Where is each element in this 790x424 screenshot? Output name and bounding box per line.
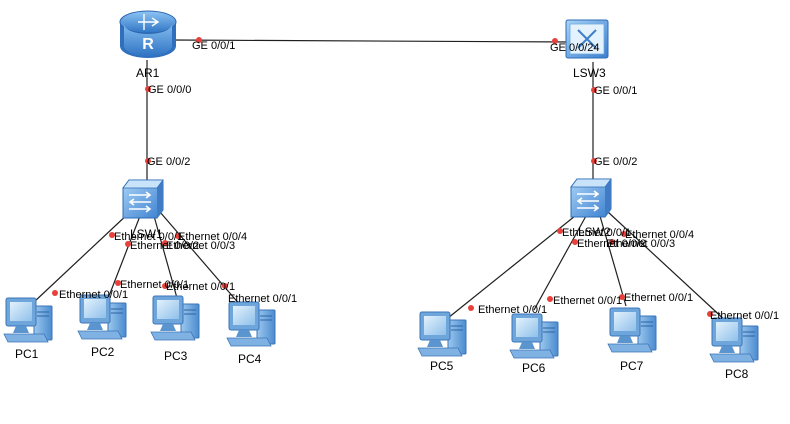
port-label: GE 0/0/1: [192, 40, 235, 52]
link-lsw2-pc8[interactable]: [607, 211, 728, 323]
pc-pc2[interactable]: PC2: [77, 294, 127, 359]
port-dot: [468, 305, 474, 311]
device-label-pc5: PC5: [430, 359, 454, 373]
pc-icon: [709, 317, 759, 363]
port-dot: [52, 290, 58, 296]
device-label-pc2: PC2: [91, 345, 115, 359]
port-dot: [196, 37, 202, 43]
port-label: GE 0/0/0: [148, 84, 191, 96]
pc-icon: [607, 307, 657, 353]
link-lsw1-pc2[interactable]: [108, 215, 141, 297]
pc-pc3[interactable]: PC3: [150, 295, 200, 363]
router-icon: R: [119, 10, 177, 58]
pc-pc1[interactable]: PC1: [3, 297, 53, 361]
port-dot: [619, 294, 625, 300]
port-label: Ethernet 0/0/2: [577, 238, 646, 250]
pc-pc8[interactable]: PC8: [709, 317, 759, 381]
link-lsw2-pc6[interactable]: [533, 215, 587, 311]
port-dot: [162, 240, 168, 246]
switch-lsw1[interactable]: LSW1: [122, 179, 164, 241]
port-dot: [175, 233, 181, 239]
pc-pc5[interactable]: PC5: [417, 311, 467, 373]
port-label: Ethernet 0/0/2: [130, 240, 199, 252]
links: [33, 39, 728, 323]
switch-lsw3[interactable]: LSW3: [565, 19, 609, 80]
switch-icon: [565, 19, 609, 59]
port-dot: [621, 231, 627, 237]
pc-icon: [77, 294, 127, 340]
port-dot: [591, 87, 597, 93]
port-label: Ethernet 0/0/3: [606, 238, 675, 250]
pc-pc7[interactable]: PC7: [607, 307, 657, 373]
router-glyph: R: [142, 36, 154, 53]
port-label: Ethernet 0/0/1: [478, 304, 547, 316]
port-dot: [557, 228, 563, 234]
link-lsw1-pc3[interactable]: [153, 215, 178, 299]
pc-icon: [509, 313, 559, 359]
device-label-pc1: PC1: [15, 347, 39, 361]
port-label: Ethernet 0/0/1: [710, 310, 779, 322]
device-label-pc3: PC3: [164, 349, 188, 363]
switch-icon: [570, 178, 612, 218]
port-label: GE 0/0/24: [550, 42, 600, 54]
link-lsw1-pc1[interactable]: [33, 211, 131, 303]
port-dot: [591, 158, 597, 164]
port-label: Ethernet 0/0/4: [178, 231, 247, 243]
device-label-lsw3: LSW3: [573, 66, 606, 80]
device-label-pc8: PC8: [725, 367, 749, 381]
port-label: Ethernet 0/0/1: [553, 295, 622, 307]
port-label: Ethernet 0/0/1: [228, 293, 297, 305]
port-label: Ethernet 0/0/4: [625, 229, 694, 241]
device-label-lsw1: LSW1: [130, 227, 163, 241]
port-dot: [707, 311, 713, 317]
port-label: GE 0/0/2: [594, 156, 637, 168]
port-label: Ethernet 0/0/1: [59, 289, 128, 301]
port-dot: [145, 158, 151, 164]
port-label: Ethernet 0/0/1: [562, 227, 631, 239]
port-dot: [115, 280, 121, 286]
device-label-ar1: AR1: [136, 66, 160, 80]
switch-icon: [122, 179, 164, 219]
port-label: Ethernet 0/0/1: [120, 279, 189, 291]
port-dot: [609, 239, 615, 245]
device-label-lsw2: LSW2: [578, 225, 611, 239]
device-label-pc4: PC4: [238, 352, 262, 366]
port-labels: GE 0/0/1 GE 0/0/24 GE 0/0/0 GE 0/0/2 GE …: [59, 40, 779, 322]
port-dot: [125, 241, 131, 247]
port-label: Ethernet 0/0/1: [624, 292, 693, 304]
port-dot: [162, 283, 168, 289]
link-ar1-lsw3[interactable]: [171, 39, 574, 43]
port-dot: [572, 239, 578, 245]
pc-pc6[interactable]: PC6: [509, 313, 559, 375]
port-label: GE 0/0/1: [594, 85, 637, 97]
pc-icon: [150, 295, 200, 341]
pc-icon: [417, 311, 467, 357]
port-dot: [145, 86, 151, 92]
port-dot: [552, 38, 558, 44]
port-label: Ethernet 0/0/1: [114, 231, 183, 243]
pc-pc4[interactable]: PC4: [226, 301, 276, 366]
port-label: Ethernet 0/0/3: [166, 240, 235, 252]
pc-icon: [3, 297, 53, 343]
device-label-pc6: PC6: [522, 361, 546, 375]
port-label: GE 0/0/2: [147, 156, 190, 168]
device-label-pc7: PC7: [620, 359, 644, 373]
switch-lsw2[interactable]: LSW2: [570, 178, 612, 239]
router-ar1[interactable]: R AR1: [119, 10, 177, 80]
port-dot: [109, 232, 115, 238]
port-dot: [547, 296, 553, 302]
link-lsw1-pc4[interactable]: [159, 211, 242, 307]
link-lsw2-pc7[interactable]: [599, 215, 627, 307]
port-label: Ethernet 0/0/1: [166, 281, 235, 293]
port-dot: [222, 283, 228, 289]
pc-icon: [226, 301, 276, 347]
port-dots: [52, 37, 713, 317]
